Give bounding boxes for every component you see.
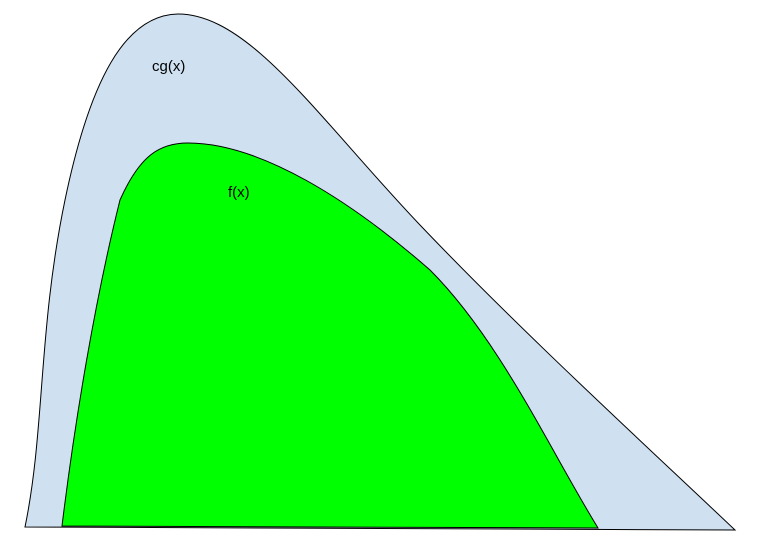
density-label-f: f(x)	[228, 184, 250, 201]
density-region-f	[61, 142, 599, 529]
envelope-label-cg: cg(x)	[152, 58, 185, 75]
